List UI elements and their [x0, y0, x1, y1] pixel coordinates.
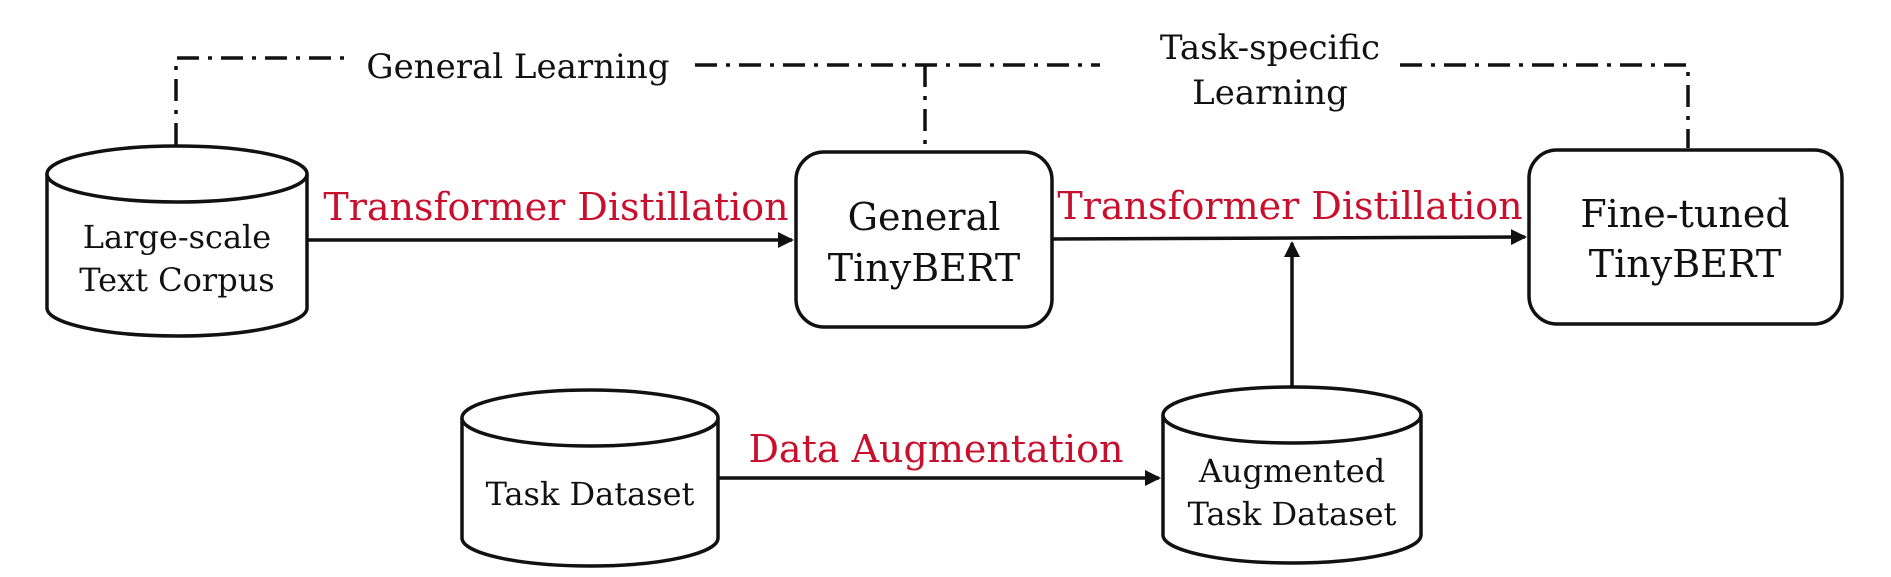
task-dataset-cylinder: Task Dataset	[460, 388, 720, 568]
edge-label-distillation-1: Transformer Distillation	[323, 185, 788, 229]
large-corpus-cylinder: Large-scale Text Corpus	[45, 144, 309, 338]
finetuned-tinybert-label-line2: TinyBERT	[1589, 242, 1781, 286]
task-specific-learning-bracket	[1400, 63, 1690, 148]
edge-label-distillation-2: Transformer Distillation	[1057, 184, 1522, 228]
general-learning-label: General Learning	[366, 47, 669, 87]
augmented-dataset-label-line1: Augmented	[1198, 452, 1385, 490]
general-tinybert-label-line2: TinyBERT	[828, 246, 1020, 290]
arrow-general-to-finetuned	[1051, 229, 1527, 246]
general-tinybert-box: General TinyBERT	[794, 150, 1054, 329]
finetuned-tinybert-box: Fine-tuned TinyBERT	[1527, 148, 1844, 326]
large-corpus-label-line1: Large-scale	[83, 218, 271, 256]
general-learning-bracket	[174, 56, 1100, 150]
task-specific-learning-label-line2: Learning	[1192, 73, 1348, 113]
task-specific-learning-label-line1: Task-specific	[1160, 28, 1380, 68]
large-corpus-label-line2: Text Corpus	[79, 261, 274, 299]
task-dataset-label: Task Dataset	[486, 475, 695, 513]
augmented-dataset-cylinder: Augmented Task Dataset	[1161, 385, 1423, 565]
general-tinybert-label-line1: General	[848, 195, 1001, 239]
finetuned-tinybert-label-line1: Fine-tuned	[1580, 192, 1789, 236]
edge-label-augmentation: Data Augmentation	[748, 427, 1123, 471]
augmented-dataset-label-line2: Task Dataset	[1188, 495, 1397, 533]
